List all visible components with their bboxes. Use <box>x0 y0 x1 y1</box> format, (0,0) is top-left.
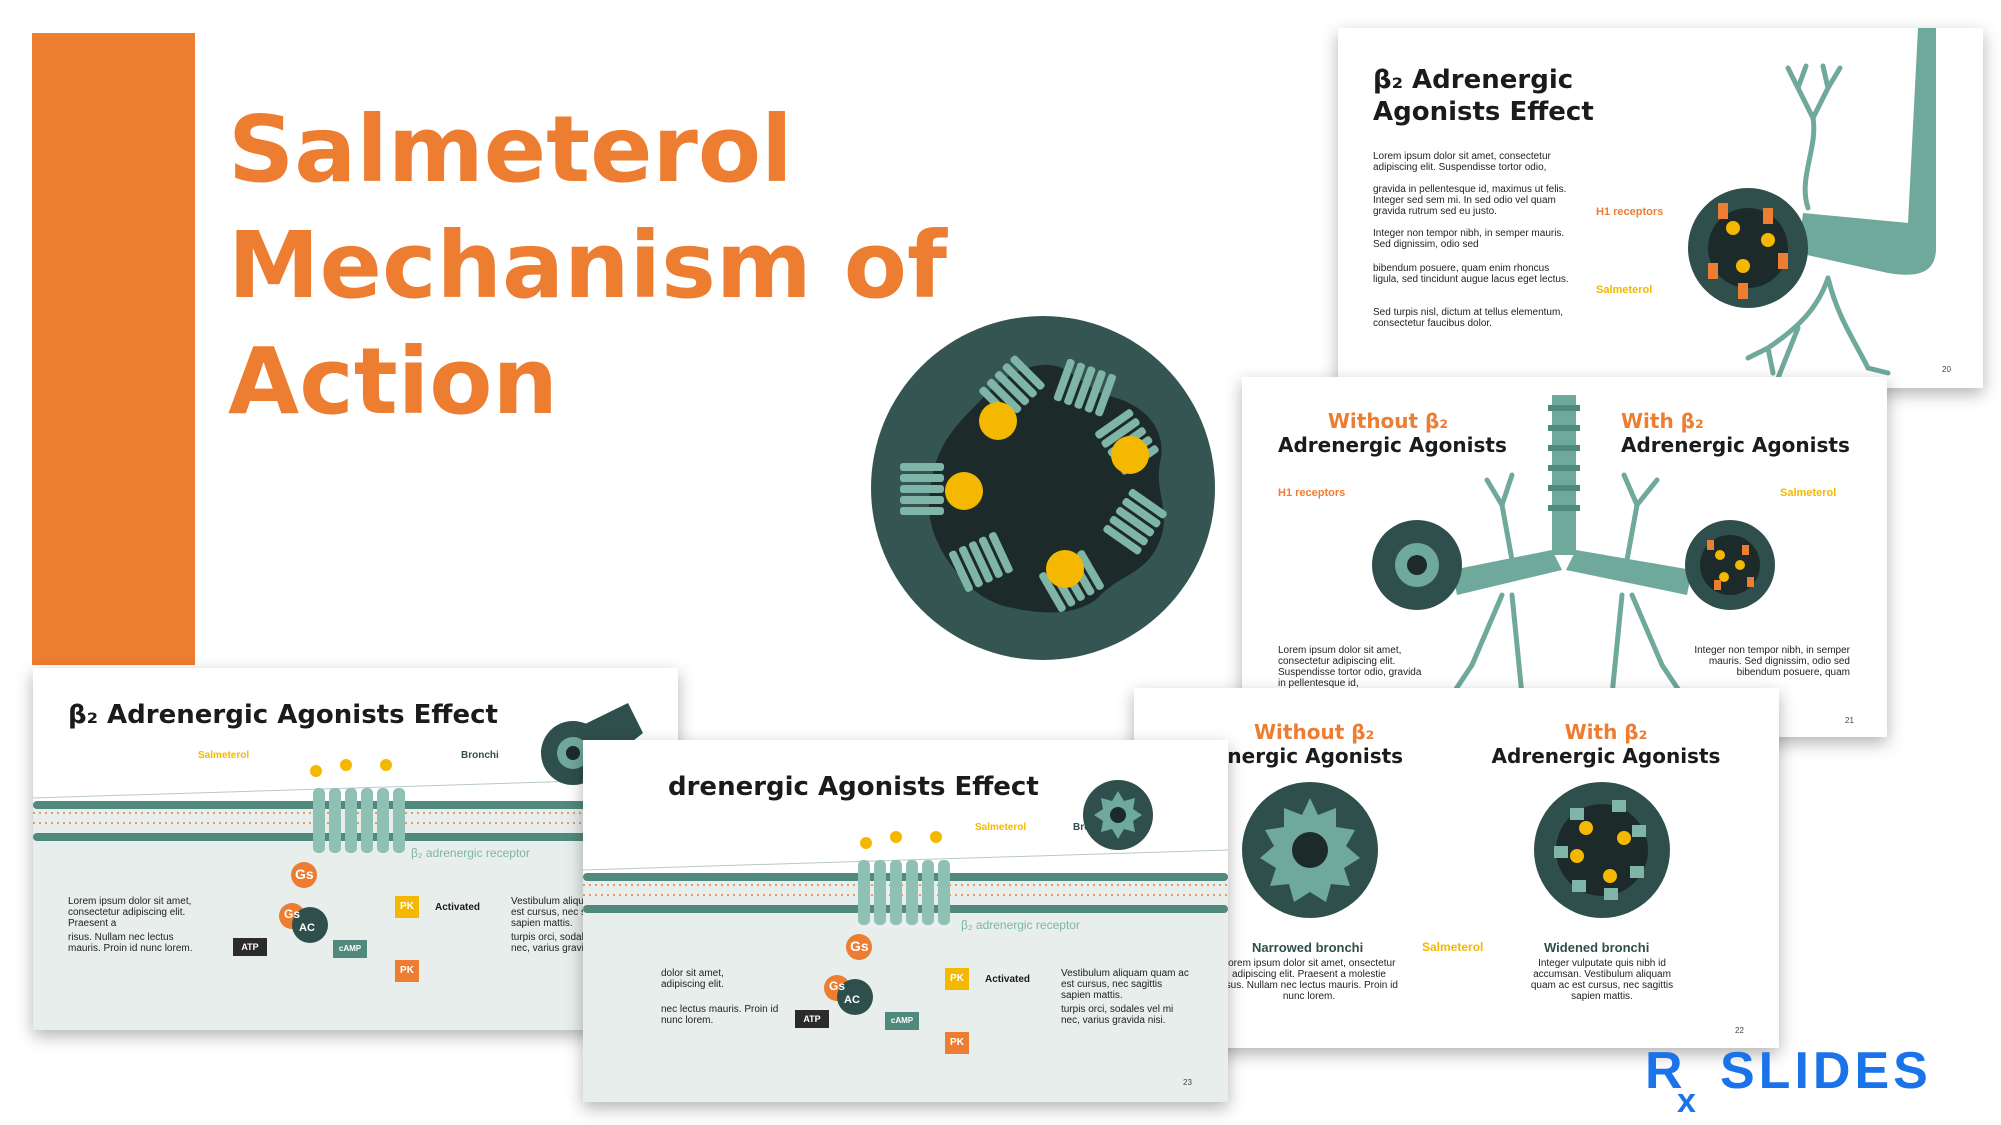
slide-23-thumbnail[interactable]: drenergic Agonists Effect Salmeterol Bro… <box>583 740 1228 1102</box>
rxslides-logo-icon: R x SLIDES <box>1645 1042 1932 1115</box>
slide-25-receptor-label: β₂ adrenergic receptor <box>411 846 530 860</box>
slide-25-label-bronchi: Bronchi <box>461 750 499 761</box>
slide-21-left-text: Lorem ipsum dolor sit amet, consectetur … <box>1278 645 1422 689</box>
slide-25-gs-tag: Gs <box>295 866 314 882</box>
slide-25-activated-label: Activated <box>435 902 481 913</box>
svg-text:x: x <box>1677 1082 1696 1115</box>
slide-20-title-line1: β₂ Adrenergic <box>1373 65 1574 95</box>
svg-text:R: R <box>1645 1042 1683 1100</box>
slide-20-title: β₂ Adrenergic Agonists Effect <box>1373 64 1594 128</box>
slide-20-title-line2: Agonists Effect <box>1373 97 1594 127</box>
slide-22-page-number: 22 <box>1735 1026 1744 1035</box>
slide-20-thumbnail[interactable]: β₂ Adrenergic Agonists Effect Lorem ipsu… <box>1338 28 1983 388</box>
slide-23-title: drenergic Agonists Effect <box>668 772 1039 802</box>
slide-25-text-left1: Lorem ipsum dolor sit amet, consectetur … <box>68 896 192 929</box>
slide-21-right-title-line1: With β₂ <box>1621 409 1704 433</box>
slide-23-text-right1: Vestibulum aliquam quam ac est cursus, n… <box>1061 968 1189 1001</box>
slide-25-ac-tag: AC <box>299 922 315 934</box>
cover-title-line3: Action <box>228 328 558 435</box>
slide-21-left-title-line2: Adrenergic Agonists <box>1278 433 1507 457</box>
slide-20-para4: bibendum posuere, quam enim rhoncus ligu… <box>1373 263 1569 285</box>
slide-22-left-title: Without β₂ renergic Agonists <box>1204 720 1403 768</box>
slide-20-label-h1: H1 receptors <box>1596 206 1664 218</box>
slide-20-para1: Lorem ipsum dolor sit amet, consectetur … <box>1373 151 1551 173</box>
slide-23-text-left2: nec lectus mauris. Proin id nunc lorem. <box>661 1004 779 1026</box>
slide-21-left-title: Without β₂ Adrenergic Agonists <box>1278 409 1507 457</box>
slide-22-left-caption: Narrowed bronchi <box>1252 940 1364 955</box>
slide-21-thumbnail[interactable]: Without β₂ Adrenergic Agonists With β₂ A… <box>1242 377 1887 737</box>
slide-22-left-title-line1: Without β₂ <box>1254 720 1375 744</box>
slide-22-middle-label: Salmeterol <box>1422 940 1484 954</box>
slide-25-thumbnail[interactable]: β₂ Adrenergic Agonists Effect Salmeterol… <box>33 668 678 1030</box>
slide-22-left-title-line2: renergic Agonists <box>1204 744 1404 768</box>
svg-text:SLIDES: SLIDES <box>1720 1042 1932 1100</box>
slide-25-label-salmeterol: Salmeterol <box>198 750 250 761</box>
slide-22-right-title-line2: Adrenergic Agonists <box>1491 744 1721 768</box>
slide-22-left-text: Lorem ipsum dolor sit amet, onsectetur a… <box>1220 958 1398 1002</box>
slide-22-right-text: Integer vulputate quis nibh id accumsan.… <box>1530 958 1674 1002</box>
slide-23-text-left1: dolor sit amet, adipiscing elit. <box>661 968 724 990</box>
slide-20-para5: Sed turpis nisl, dictum at tellus elemen… <box>1373 307 1564 329</box>
slide-23-label-salmeterol: Salmeterol <box>975 822 1027 833</box>
cover-title-line1: Salmeterol <box>228 96 793 203</box>
slide-20-page-number: 20 <box>1942 365 1951 374</box>
slide-23-gs-tag: Gs <box>850 938 869 954</box>
slide-25-pk-tag: PK <box>395 960 419 982</box>
slide-21-page-number: 21 <box>1845 716 1854 725</box>
bronchus-cross-section-icon <box>871 316 1215 660</box>
cover-title: Salmeterol Mechanism of Action <box>228 92 947 440</box>
slide-22-thumbnail[interactable]: Without β₂ renergic Agonists With β₂ Adr… <box>1134 688 1779 1048</box>
slide-25-text-left2: risus. Nullam nec lectus mauris. Proin i… <box>68 932 193 954</box>
slide-23-gs2-tag: Gs <box>829 979 846 993</box>
slide-23-pk-active-tag: PK <box>945 968 969 990</box>
slide-23-text-right2: turpis orci, sodales vel mi nec, varius … <box>1061 1004 1174 1026</box>
slide-23-page-number: 23 <box>1183 1078 1192 1087</box>
widened-bronchi-icon <box>1534 782 1670 918</box>
cover-title-line2: Mechanism of <box>228 212 947 319</box>
slide-23-activated-label: Activated <box>985 974 1031 985</box>
slide-23-ac-tag: AC <box>844 994 860 1006</box>
slide-20-label-salmeterol: Salmeterol <box>1596 284 1653 296</box>
slide-22-right-title-line1: With β₂ <box>1564 720 1648 744</box>
slide-20-para3: Integer non tempor nibh, in semper mauri… <box>1373 228 1565 250</box>
slide-22-right-caption: Widened bronchi <box>1544 940 1650 955</box>
slide-25-text-right2: turpis orci, sodales vel mi nec, varius … <box>511 932 624 954</box>
narrowed-bronchi-icon <box>1242 782 1378 918</box>
slide-21-left-title-line1: Without β₂ <box>1327 409 1449 433</box>
slide-22-right-title: With β₂ Adrenergic Agonists <box>1486 720 1726 768</box>
bronchial-tree-icon <box>1688 28 1936 381</box>
slide-25-text-right1: Vestibulum aliquam quam ac est cursus, n… <box>511 896 639 929</box>
slide-23-atp-tag: ATP <box>795 1010 829 1028</box>
slide-21-right-text: Integer non tempor nibh, in semper mauri… <box>1694 645 1850 678</box>
slide-25-camp-tag: cAMP <box>333 940 367 958</box>
slide-23-receptor-label: β₂ adrenergic receptor <box>961 918 1080 932</box>
slide-23-pk-tag: PK <box>945 1032 969 1054</box>
rxslides-logo: R x SLIDES <box>1645 1040 1975 1115</box>
bronchus-cross-section-illustration <box>868 313 1218 663</box>
slide-25-title: β₂ Adrenergic Agonists Effect <box>68 700 498 730</box>
slide-25-atp-tag: ATP <box>233 938 267 956</box>
slide-25-gs2-tag: Gs <box>284 907 301 921</box>
slide-23-camp-tag: cAMP <box>885 1012 919 1030</box>
slide-21-label-salmeterol: Salmeterol <box>1780 487 1837 499</box>
cell-membrane-icon <box>583 780 1228 1015</box>
slide-25-pk-active-tag: PK <box>395 896 419 918</box>
slide-21-right-title-line2: Adrenergic Agonists <box>1621 433 1850 457</box>
slide-20-para2: gravida in pellentesque id, maximus ut f… <box>1373 184 1567 217</box>
accent-bar <box>32 33 195 665</box>
slide-21-right-title: With β₂ Adrenergic Agonists <box>1621 409 1850 457</box>
lungs-airway-icon <box>1372 395 1775 698</box>
slide-21-label-h1: H1 receptors <box>1278 487 1346 499</box>
